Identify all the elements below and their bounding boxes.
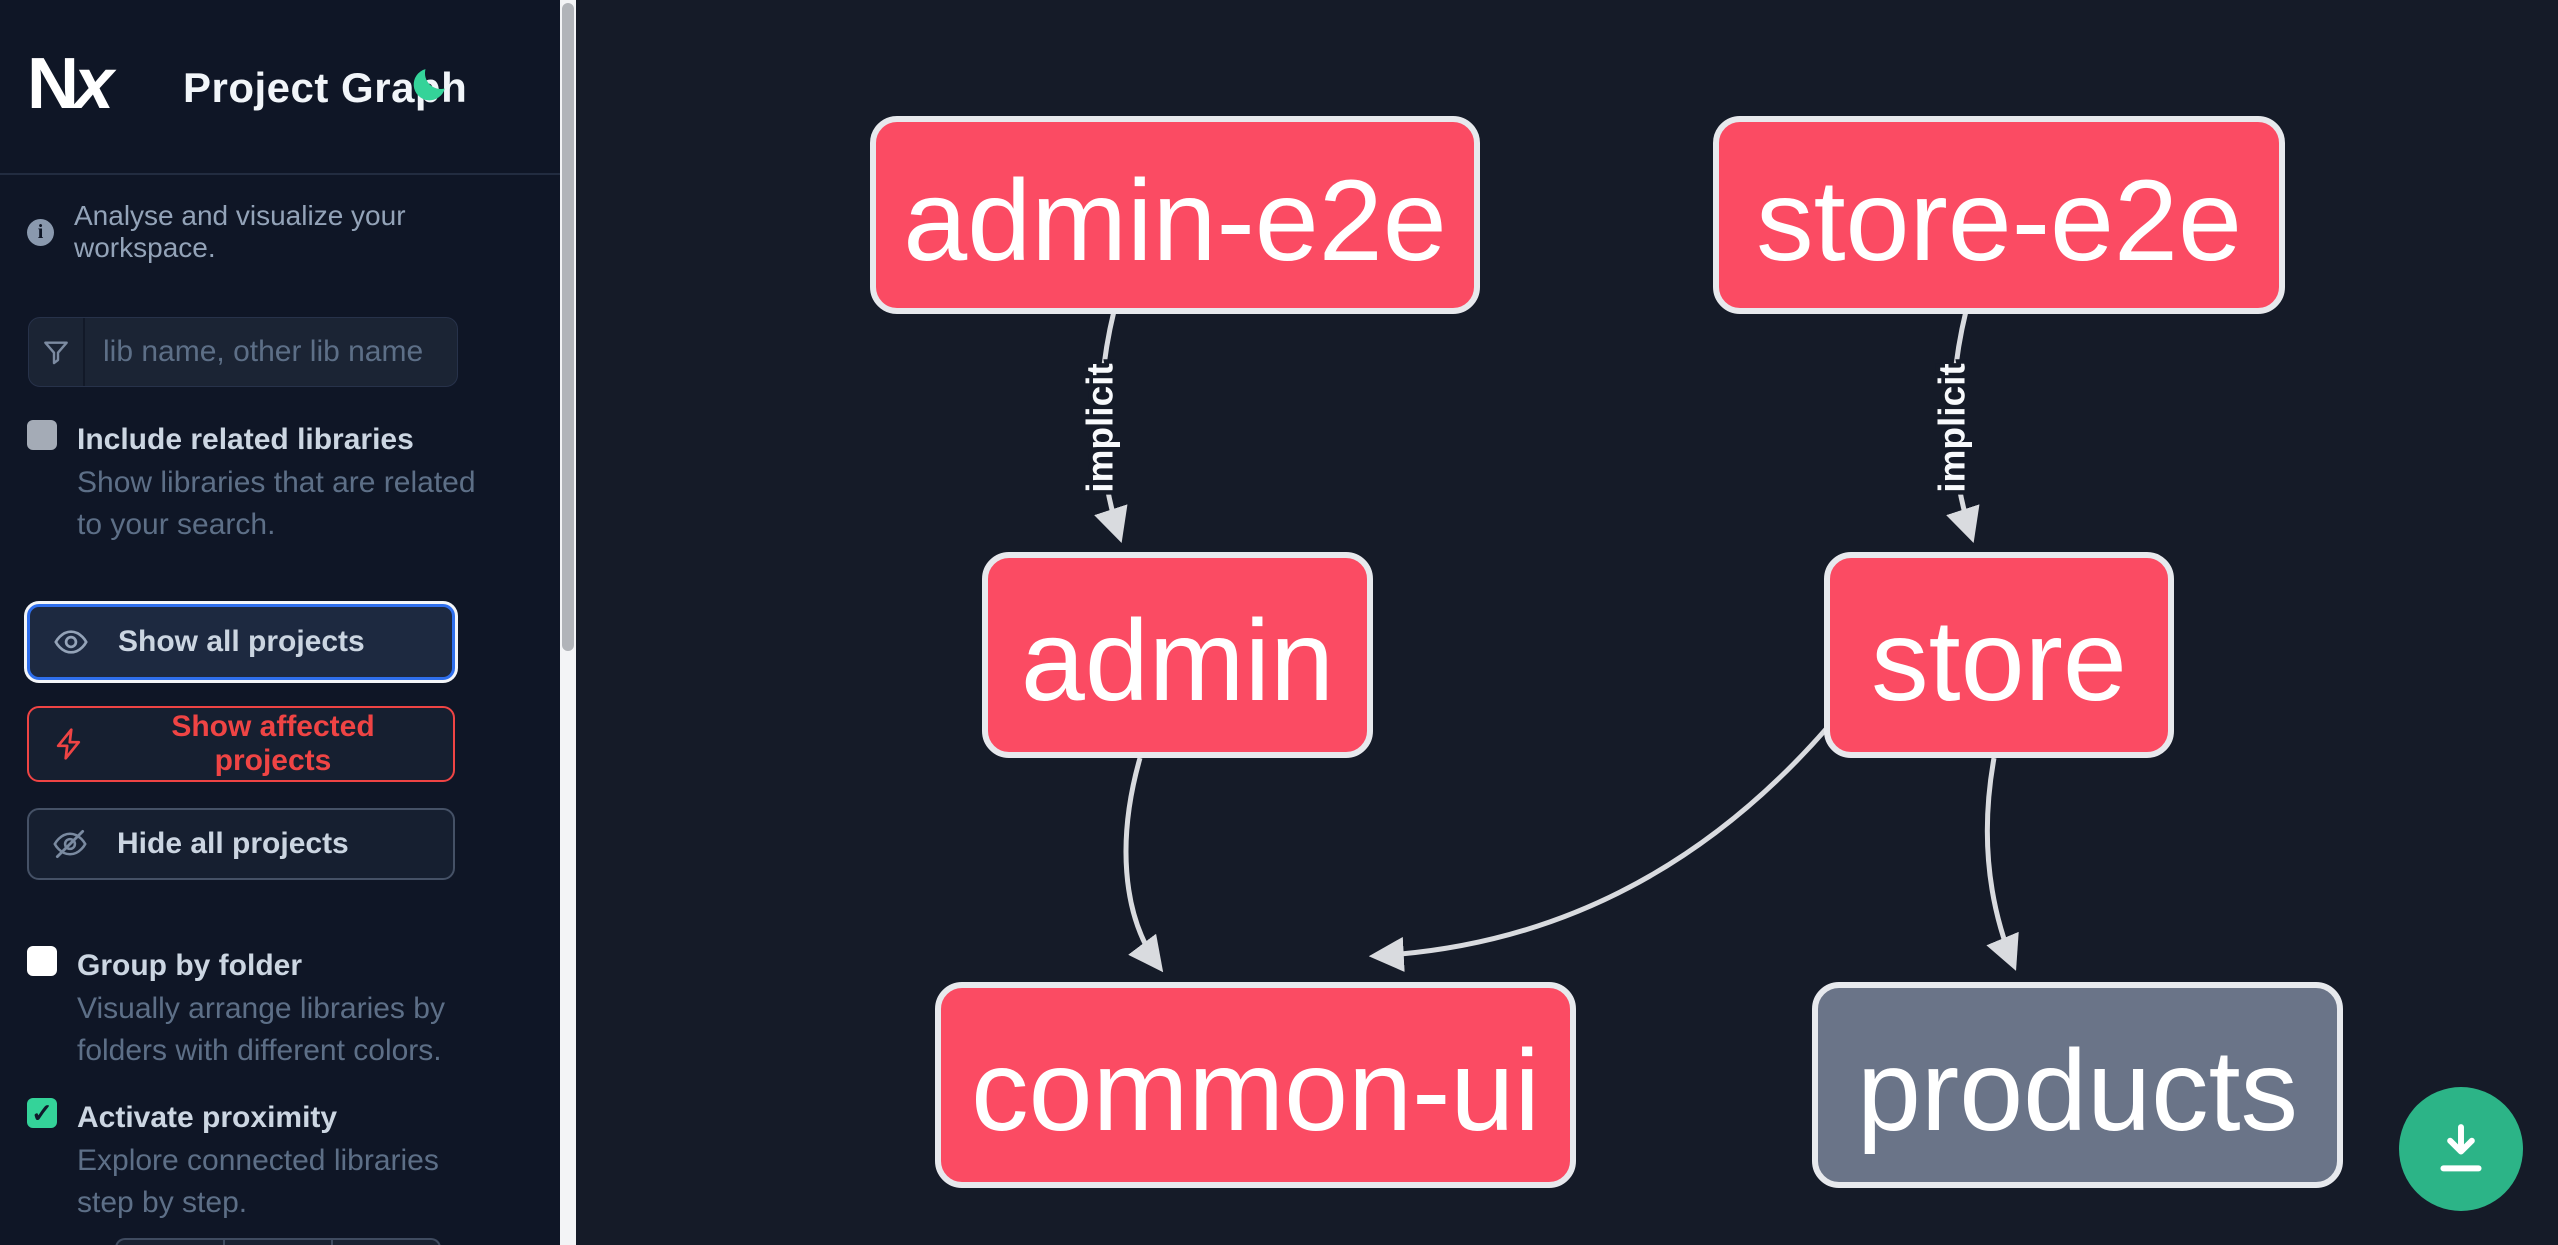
node-box-admin-e2e[interactable] (870, 116, 1480, 314)
sidebar-header: Nx Project Graph (0, 0, 560, 175)
show-all-projects-label: Show all projects (118, 625, 365, 658)
graph-node-admin[interactable]: admin (982, 552, 1373, 758)
intro-text: Analyse and visualize your workspace. (74, 200, 406, 263)
sidebar: Nx Project Graph i Analyse and visualize… (0, 0, 560, 1245)
activate-proximity-label: Activate proximity (77, 1101, 338, 1134)
include-related-label: Include related libraries (77, 423, 414, 456)
node-label-admin-e2e: admin-e2e (903, 157, 1446, 285)
graph-node-store-e2e[interactable]: store-e2e (1713, 116, 2285, 314)
eye-icon (54, 630, 88, 654)
hide-all-projects-label: Hide all projects (117, 827, 349, 860)
theme-toggle-button[interactable] (405, 62, 453, 110)
filter-icon-segment (29, 318, 85, 386)
node-box-common-ui[interactable] (935, 982, 1576, 1188)
eye-slash-icon (53, 829, 87, 859)
node-box-store[interactable] (1824, 552, 2174, 758)
graph-node-store[interactable]: store (1824, 552, 2174, 758)
stepper-decrement-partial[interactable] (115, 1238, 225, 1245)
sidebar-scrollbar-thumb[interactable] (562, 3, 574, 651)
funnel-icon (44, 341, 68, 365)
download-icon (2440, 1124, 2482, 1172)
search-input[interactable] (85, 318, 457, 386)
stepper-increment-partial[interactable] (333, 1238, 441, 1245)
edge-label-admin-e2e-admin: implicit (1080, 363, 1121, 493)
node-box-admin[interactable] (982, 552, 1373, 758)
option-include-related: Include related libraries Show libraries… (27, 418, 532, 546)
option-group-by-folder: Group by folder Visually arrange librari… (27, 944, 532, 1072)
proximity-stepper-partial[interactable] (115, 1238, 441, 1245)
sidebar-scrollbar-track[interactable] (560, 0, 576, 1245)
node-label-common-ui: common-ui (971, 1027, 1540, 1155)
project-graph-svg: admin-e2e store-e2e admin store common-ui pro… (870, 116, 2343, 1188)
include-related-description: Show libraries that are related to your … (77, 466, 476, 541)
download-graph-button[interactable] (2399, 1087, 2523, 1211)
info-icon: i (27, 218, 54, 246)
include-related-checkbox[interactable] (27, 420, 57, 450)
node-label-products: products (1857, 1027, 2298, 1155)
nx-logo: Nx (27, 48, 127, 120)
node-box-products[interactable] (1812, 982, 2343, 1188)
graph-edge-store-e2e-store (1946, 310, 1980, 543)
show-affected-projects-button[interactable]: Show affected projects (27, 706, 455, 782)
node-label-store: store (1871, 597, 2127, 725)
nx-logo-text: Nx (27, 44, 114, 124)
option-activate-proximity: ✓ Activate proximity Explore connected l… (27, 1096, 532, 1224)
graph-node-admin-e2e[interactable]: admin-e2e (870, 116, 1480, 314)
graph-edge-admin-e2e-admin (1094, 310, 1128, 543)
graph-edge-store-products (1984, 757, 2019, 971)
graph-node-common-ui[interactable]: common-ui (935, 982, 1576, 1188)
search-box (28, 317, 458, 387)
node-box-store-e2e[interactable] (1713, 116, 2285, 314)
bolt-icon (56, 728, 81, 760)
group-by-folder-description: Visually arrange libraries by folders wi… (77, 992, 445, 1067)
node-label-admin: admin (1021, 597, 1334, 725)
edge-label-store-e2e-store: implicit (1932, 363, 1973, 493)
group-by-folder-checkbox[interactable] (27, 946, 57, 976)
graph-node-products[interactable]: products (1812, 982, 2343, 1188)
intro-row: i Analyse and visualize your workspace. (27, 200, 532, 264)
graph-edge-admin-common-ui (1123, 757, 1164, 973)
graph-edge-store-common-ui (1368, 726, 1829, 972)
stepper-value-partial (225, 1238, 333, 1245)
activate-proximity-checkbox[interactable]: ✓ (27, 1098, 57, 1128)
activate-proximity-description: Explore connected libraries step by step… (77, 1144, 439, 1219)
header-divider (0, 173, 560, 175)
moon-icon (413, 68, 445, 100)
graph-canvas[interactable]: admin-e2e store-e2e admin store common-ui pro… (576, 0, 2558, 1245)
show-affected-projects-label: Show affected projects (171, 710, 375, 777)
node-label-store-e2e: store-e2e (1756, 157, 2242, 285)
group-by-folder-label: Group by folder (77, 949, 302, 982)
show-all-projects-button[interactable]: Show all projects (27, 604, 455, 680)
hide-all-projects-button[interactable]: Hide all projects (27, 808, 455, 880)
